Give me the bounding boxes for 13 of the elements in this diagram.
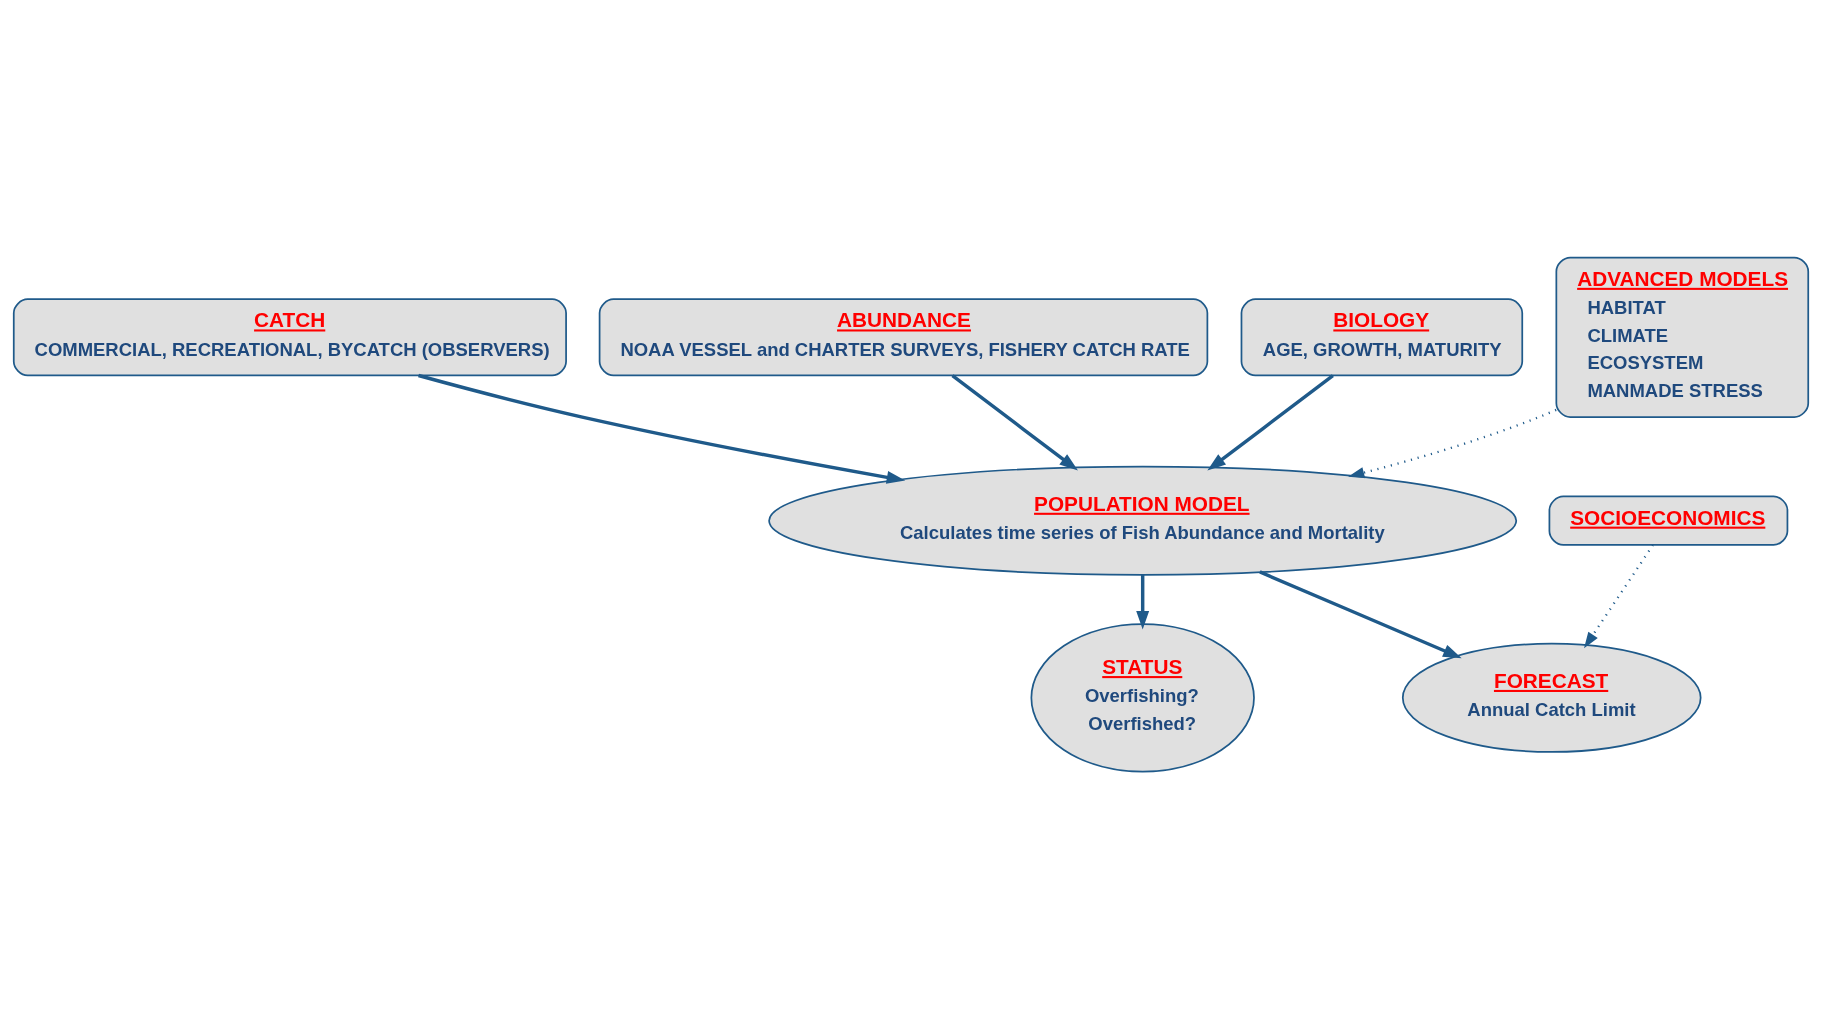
node-box: ADVANCED MODELS HABITAT CLIMATE ECOSYSTEM MANMADE STRESS <box>1555 256 1810 418</box>
arrow <box>951 374 1078 471</box>
arrow <box>1348 408 1557 479</box>
arrow <box>1207 374 1334 471</box>
arrow <box>418 373 906 484</box>
node-box: SOCIOECONOMICS <box>1548 495 1789 546</box>
arrow <box>1136 574 1150 630</box>
node-box: CATCH COMMERCIAL, RECREATIONAL, BYCATCH (OBSERVERS) <box>12 298 567 377</box>
node-box: ABUNDANCE NOAA VESSEL and CHARTER SURVEYS, FISHERY CATCH RATE <box>598 298 1209 377</box>
arrow <box>1584 544 1654 649</box>
node-ellipse: STATUS Overfishing? Overfished? <box>1030 623 1255 773</box>
node-box: BIOLOGY AGE, GROWTH, MATURITY <box>1240 298 1524 377</box>
arrow <box>1259 570 1462 659</box>
